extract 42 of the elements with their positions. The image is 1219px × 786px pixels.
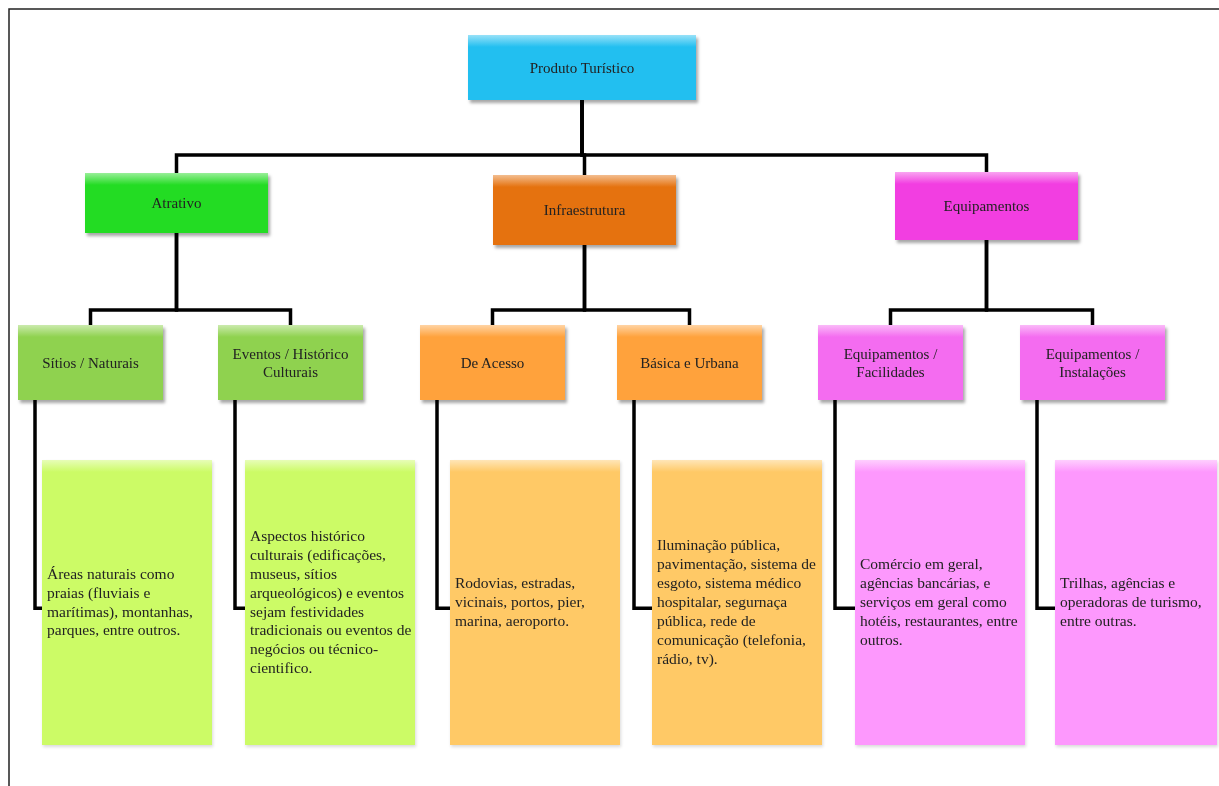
description-box [245, 460, 415, 745]
connector-line [33, 400, 42, 610]
description-box [652, 460, 822, 745]
category-box [895, 172, 1078, 240]
subcategory-box [420, 325, 565, 400]
box-text: Equipamentos [943, 197, 1030, 215]
connector-line [632, 400, 652, 610]
box-text: Sítios / Naturais [42, 353, 139, 372]
connector-line [435, 400, 450, 610]
box-text: Comércio em geral, agências bancárias, e serviços em geral como hotéis, restaurantes, entre outros. [860, 555, 1019, 650]
connector-line [174, 233, 293, 325]
box-text: Básica e Urbana [640, 353, 739, 372]
box-text: Rodovias, estradas, vicinais, portos, pier, marina, aeroporto. [455, 574, 586, 631]
box-text: Áreas naturais como praias (fluviais e marítimas), montanhas, parques, entre outros. [47, 564, 194, 641]
connector-line [984, 240, 1095, 325]
box-text: Atrativo [151, 194, 202, 212]
category-box [493, 175, 676, 245]
box-text: Aspectos histórico culturais (edificações, museus, sítios arqueológicos) e eventos sejam festividades tradicionais ou eventos de negócios ou técnico-cientifico. [250, 526, 413, 679]
connector-line [233, 400, 245, 610]
box-text: Iluminação pública, pavimentação, sistema de esgoto, sistema médico hospitalar, segurnaça pública, rede de comunicação (telefonia, rádio, tv). [657, 536, 817, 669]
subcategory-box [218, 325, 363, 400]
subcategory-box [1020, 325, 1165, 400]
subcategory-box [18, 325, 163, 400]
box-text: Eventos / Histórico Culturais [231, 344, 350, 381]
subcategory-box [818, 325, 963, 400]
connector-line [582, 245, 692, 325]
subcategory-box [617, 325, 762, 400]
category-box [85, 173, 268, 233]
box-text: Produto Turístico [529, 58, 635, 77]
description-box [1055, 460, 1217, 745]
connector-line [833, 400, 855, 610]
description-box [855, 460, 1025, 745]
box-text: Equipamentos / Facilidades [842, 344, 939, 381]
connector-line [1035, 400, 1055, 610]
box-text: De Acesso [460, 353, 525, 372]
description-box [450, 460, 620, 745]
root-box [468, 35, 696, 100]
description-box [42, 460, 212, 745]
box-text: Infraestrutura [543, 201, 626, 219]
box-text: Trilhas, agências e operadoras de turismo, entre outras. [1060, 574, 1203, 631]
connector-line [580, 100, 989, 172]
box-text: Equipamentos / Instalações [1044, 344, 1141, 381]
